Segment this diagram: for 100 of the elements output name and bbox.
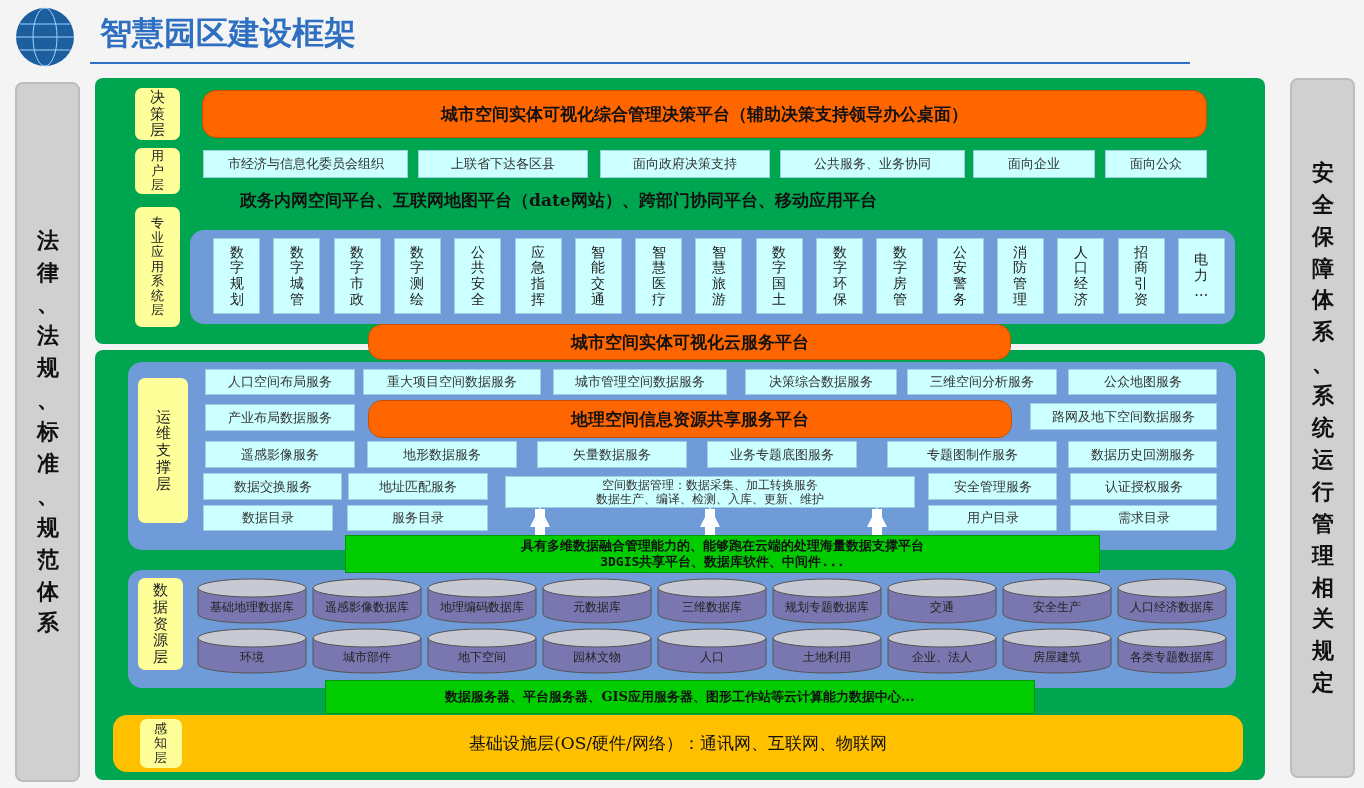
application-box [876,238,924,314]
arrow [867,507,887,535]
service-name: 市经济与信息化委员会组织 [227,155,384,173]
database-name: 各类专题数据库 [1130,648,1214,666]
application-box [514,238,562,314]
application-box [695,238,743,314]
layer-tag [140,719,182,768]
application-box [213,238,260,314]
database-name: 元数据库 [573,598,621,616]
database-cylinder [656,628,768,674]
application-box [333,238,381,314]
application-name: 智能交通 [590,244,606,308]
application-box [574,238,622,314]
layer-panel [190,230,1235,324]
service-box [1105,150,1207,178]
application-box [755,238,803,314]
database-name: 三维数据库 [682,598,742,616]
platform-name: 地理空间信息资源共享服务平台 [571,407,809,431]
application-box [393,238,441,314]
application-name: 招商引资 [1133,244,1149,308]
layer-tag [138,578,183,670]
application-box [816,238,863,314]
service-name: 空间数据管理：数据采集、加工转换服务 [602,478,818,492]
database-name: 环境 [240,648,264,666]
service-name: 人口空间布局服务 [228,373,332,391]
database-name: 企业、法人 [912,648,972,666]
service-box [1068,441,1217,468]
side-band [15,82,80,782]
service-name: 面向公众 [1130,155,1182,173]
service-box [887,441,1057,468]
service-name: 数据交换服务 [233,477,312,496]
service-box [928,473,1057,500]
application-name: 数字城管 [289,244,305,308]
service-name: 业务专题底图服务 [730,445,834,464]
support-platform-bar [345,535,1100,573]
arrow [530,507,550,535]
layer-panel [128,362,1236,550]
database-name: 遥感影像数据库 [325,598,409,616]
application-name: 电力… [1193,252,1209,300]
service-box [205,441,355,468]
service-box [600,150,770,178]
application-name: 智慧旅游 [711,244,727,308]
database-cylinder [771,628,883,674]
database-name: 房屋建筑 [1033,648,1081,666]
layer-tag [135,88,180,140]
database-name: 安全生产 [1033,598,1081,616]
application-name: 人口经济 [1073,244,1089,308]
platform-bar [368,324,1011,360]
service-name: 公共服务、业务协同 [814,155,931,173]
database-name: 土地利用 [803,648,851,666]
database-name: 城市部件 [343,648,391,666]
application-name: 公共安全 [470,244,486,308]
service-name: 面向企业 [1008,155,1060,173]
platform-name: 城市空间实体可视化综合管理决策平台（辅助决策支持领导办公桌面） [441,102,968,126]
database-cylinder [541,578,653,624]
page-title: 智慧园区建设框架 [100,13,356,54]
database-name: 地下空间 [458,648,506,666]
service-name: 公众地图服务 [1103,373,1182,391]
layer-panel [95,350,1265,780]
service-name: 重大项目空间数据服务 [387,373,517,391]
service-box [973,150,1095,178]
layer-name: 专业应用系统层 [150,216,165,318]
database-name: 规划专题数据库 [785,598,869,616]
service-name: 需求目录 [1117,509,1170,527]
application-name: 数字国土 [771,244,787,308]
database-cylinder [886,578,998,624]
layer-tag [138,378,188,523]
service-name: 认证授权服务 [1104,477,1183,496]
platform-name: 具有多维数据融合管理能力的、能够跑在云端的处理海量数据支撑平台 [521,538,924,554]
service-name: 地址匹配服务 [379,477,457,496]
service-box [780,150,965,178]
service-box [907,369,1057,395]
service-box [418,150,588,178]
service-name: 服务目录 [391,509,444,527]
layer-panel [113,715,1243,772]
service-box [1070,505,1217,531]
service-box [347,505,488,531]
application-name: 数字房管 [892,244,908,308]
application-box [1117,238,1165,314]
database-cylinder [541,628,653,674]
service-name: 数据目录 [242,509,294,527]
service-box [205,404,355,431]
database-cylinder [1116,628,1228,674]
service-box [1070,473,1217,500]
service-name: 数据生产、编译、检测、入库、更新、维护 [596,492,824,506]
platform-name: 3DGIS共享平台、数据库软件、中间件... [600,554,845,570]
database-cylinder [311,628,423,674]
database-name: 交通 [930,598,954,616]
application-box [1177,238,1225,314]
service-name: 数据历史回溯服务 [1090,445,1195,464]
band-text: 法律、法规、标准、规范体系 [35,226,60,638]
service-box [553,369,727,395]
application-name: 数字规划 [229,244,244,308]
database-cylinder [771,578,883,624]
application-box [273,238,321,314]
service-box [707,441,857,468]
database-name: 人口经济数据库 [1130,598,1214,616]
arrow [700,507,720,535]
database-name: 人口 [700,648,724,666]
service-name: 安全管理服务 [953,477,1032,496]
